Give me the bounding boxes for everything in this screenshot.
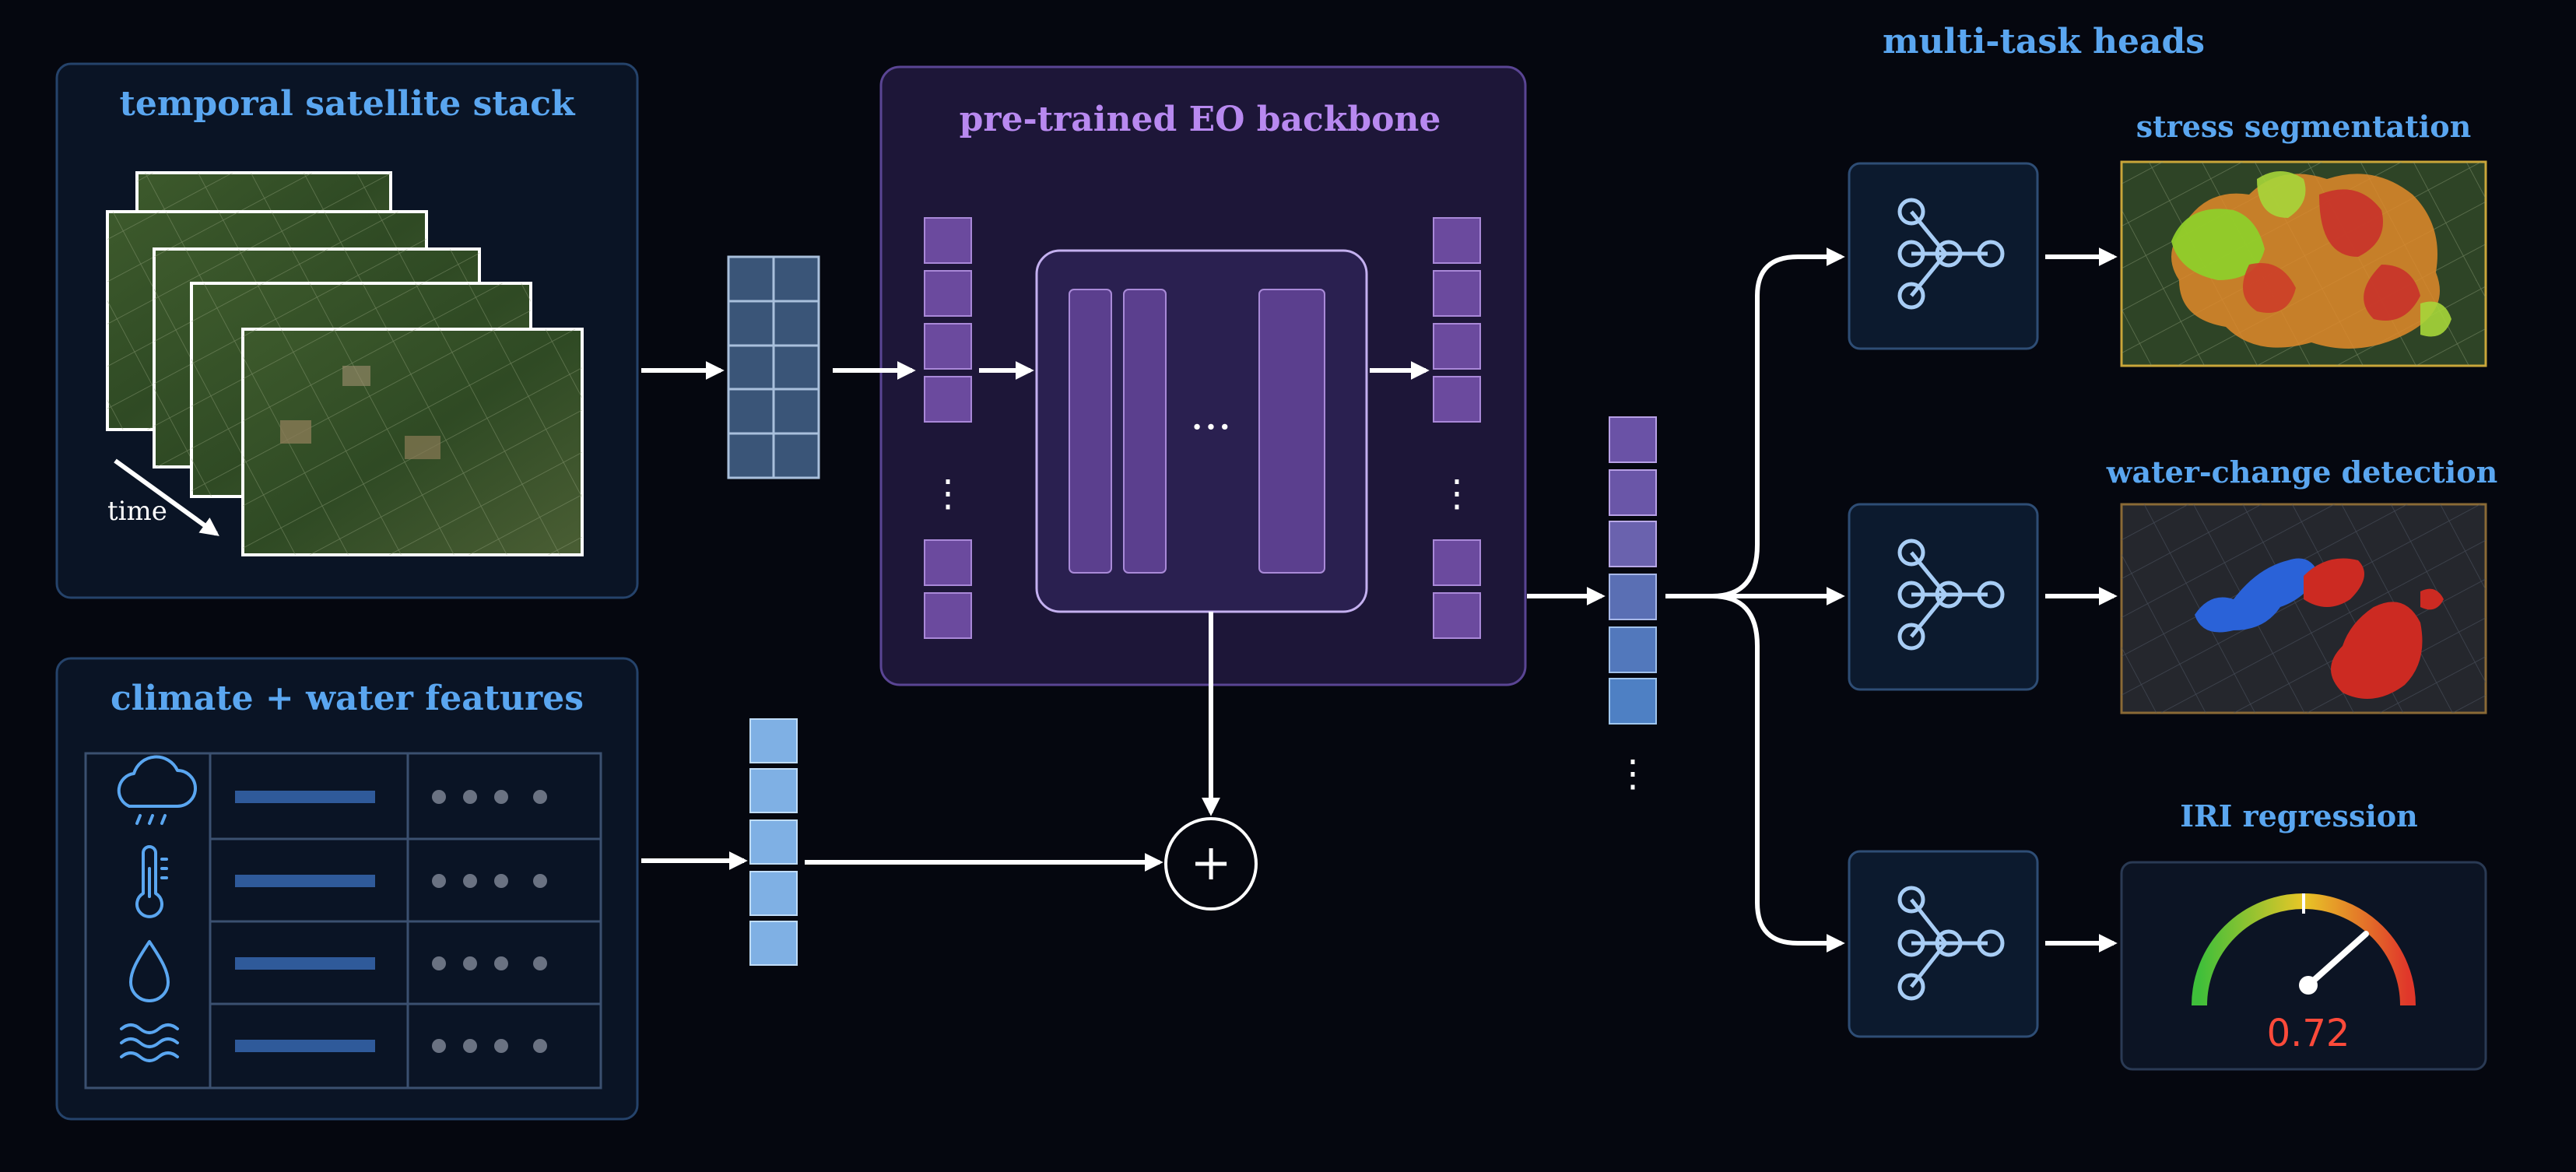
satellite-image-stack — [106, 171, 584, 556]
satellite-panel-title: temporal satellite stack — [120, 84, 576, 124]
water-change-map — [2120, 503, 2487, 714]
climate-panel: climate + water features — [55, 657, 639, 1121]
task-head-1 — [1848, 162, 2039, 350]
satellite-panel: temporal satellite stack — [55, 62, 639, 599]
multi-task-heads-title: multi-task heads — [1883, 22, 2205, 61]
waves-icon — [120, 1023, 179, 1062]
cloud-rain-icon — [117, 755, 197, 825]
arrows — [641, 247, 2118, 953]
iri-value: 0.72 — [2267, 1012, 2350, 1055]
transformer-block: ··· — [1035, 249, 1368, 613]
stress-segmentation-map — [2120, 160, 2487, 367]
neural-net-icon — [1897, 198, 2005, 310]
feature-value-bars — [235, 791, 375, 1052]
feature-table — [84, 752, 602, 1090]
water-change-detection-label: water-change detection — [2106, 454, 2497, 490]
neural-net-icon — [1897, 886, 2005, 1001]
fusion-node: + — [1164, 817, 1258, 911]
feature-dots — [432, 790, 547, 1053]
backbone-panel: pre-trained EO backbone ⋮ ··· ⋮ — [879, 65, 1527, 686]
iri-regression-label: IRI regression — [2180, 798, 2418, 833]
water-drop-icon — [129, 940, 170, 1002]
input-token-ellipsis: ⋮ — [929, 472, 967, 515]
backbone-title: pre-trained EO backbone — [960, 100, 1441, 139]
thermometer-icon — [135, 845, 168, 918]
backbone-output-tokens — [1433, 217, 1481, 639]
task-head-2 — [1848, 503, 2039, 691]
time-label: time — [107, 496, 167, 527]
fused-token-stack — [1609, 416, 1657, 725]
time-arrow — [114, 458, 219, 536]
climate-embedding-tokens — [749, 718, 798, 966]
patch-token-grid — [727, 255, 820, 479]
gauge-needle — [2305, 931, 2369, 988]
task-head-3 — [1848, 850, 2039, 1038]
stress-segmentation-label: stress segmentation — [2136, 109, 2471, 144]
iri-gauge: 0.72 — [2120, 861, 2487, 1071]
output-token-ellipsis: ⋮ — [1438, 472, 1476, 515]
climate-panel-title: climate + water features — [111, 679, 584, 718]
backbone-input-tokens — [924, 217, 972, 639]
layer-ellipsis: ··· — [1190, 402, 1231, 453]
fusion-plus-symbol: + — [1190, 834, 1232, 892]
neural-net-icon — [1897, 539, 2005, 651]
fused-token-ellipsis: ⋮ — [1614, 752, 1651, 795]
